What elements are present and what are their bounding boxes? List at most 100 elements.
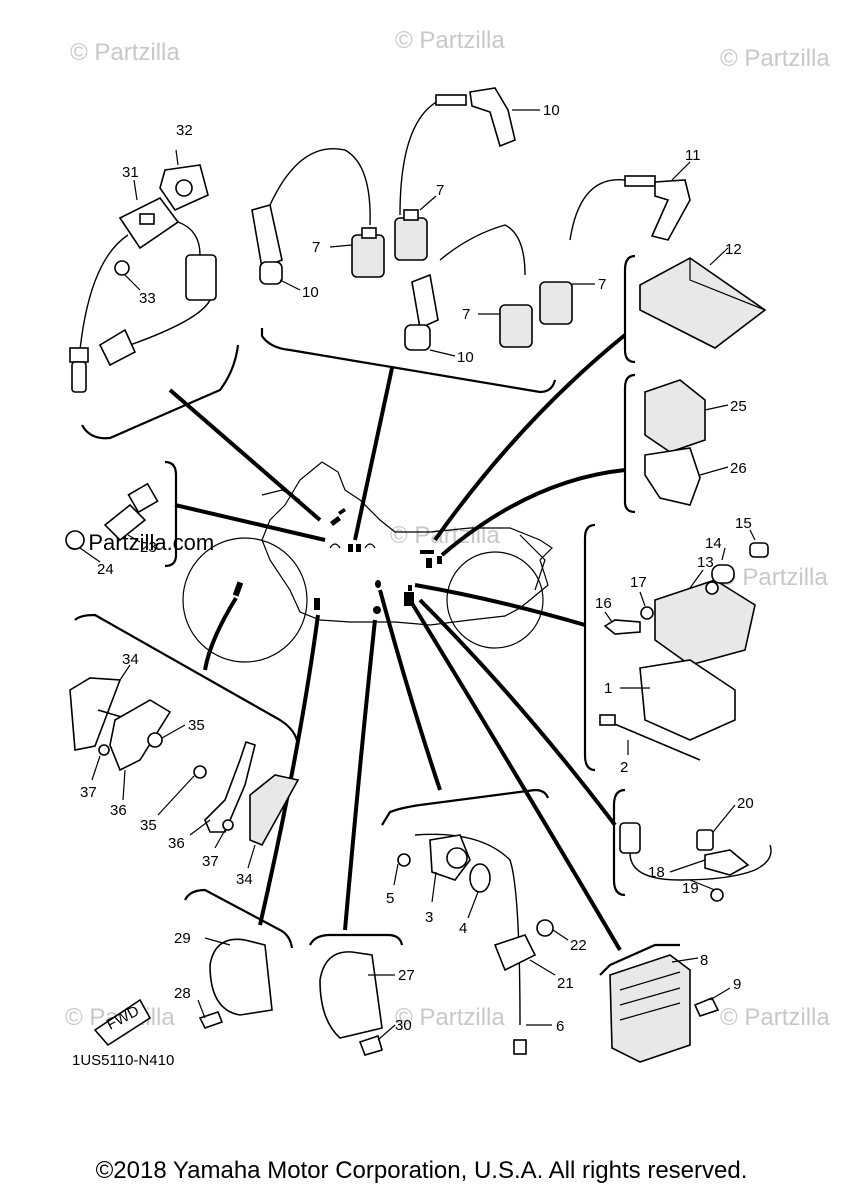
marker-coil-b: [348, 544, 353, 552]
relay-25: [644, 379, 706, 453]
line-28: [197, 999, 206, 1019]
diagram-code: 1US5110-N410: [72, 1052, 174, 1069]
leader-lines: [168, 333, 627, 952]
part-sensor-18: [619, 822, 772, 902]
callout-37-right: 37: [202, 853, 219, 870]
callout-3: 3: [425, 909, 433, 926]
leader-to-coil-group: [353, 367, 394, 541]
sensor-18-body: [704, 849, 750, 876]
watermark-left-strong: © Partzilla.com: [66, 530, 214, 555]
leader-to-ecu: [433, 333, 627, 542]
bracket-27-30: [309, 933, 404, 946]
callout-28: 28: [174, 985, 191, 1002]
callout-10-top: 10: [543, 102, 560, 119]
marker-coil-d: [364, 543, 376, 549]
callout-13: 13: [697, 554, 714, 571]
marker-speed-sensor: [375, 580, 381, 588]
line-13: [689, 569, 704, 589]
callout-30: 30: [395, 1017, 412, 1034]
line-8: [671, 957, 699, 963]
line-5: [393, 863, 399, 886]
band-2-head: [599, 714, 616, 726]
callout-32: 32: [176, 122, 193, 139]
line-7b: [329, 244, 353, 248]
relay-13-body: [654, 579, 756, 666]
callout-12: 12: [725, 241, 742, 258]
line-29: [204, 937, 231, 946]
relay-13-terminal: [705, 581, 719, 595]
line-20: [712, 804, 736, 833]
plug-31: [71, 361, 87, 393]
line-23: [127, 534, 141, 543]
part-horns: [198, 938, 383, 1056]
bolt-9: [693, 996, 720, 1017]
callout-20: 20: [737, 795, 754, 812]
marker-ignition-b: [338, 508, 346, 515]
callout-8: 8: [700, 952, 708, 969]
bracket-28-29: [184, 888, 294, 949]
marker-horn-right: [373, 606, 381, 614]
callout-15: 15: [735, 515, 752, 532]
bracket-8-9: [599, 943, 680, 976]
sensor-3-ring: [446, 847, 468, 869]
rectifier-8: [609, 954, 691, 1063]
line-31: [133, 179, 138, 201]
line-30: [377, 1024, 396, 1041]
plug-cap-10-right-base: [404, 324, 431, 351]
callout-lines: [79, 109, 756, 1041]
cable-coil-top: [399, 99, 441, 216]
part-relays: [644, 379, 706, 506]
callout-10-right: 10: [457, 349, 474, 366]
clamp-21: [493, 934, 537, 972]
pedal-34-right: [249, 774, 300, 847]
washer-24: [65, 530, 85, 550]
callout-31: 31: [122, 164, 139, 181]
callout-36-left: 36: [110, 802, 127, 819]
line-4: [467, 891, 479, 919]
bracket-34-37: [74, 613, 300, 746]
motorcycle-silhouette: [182, 461, 553, 663]
callout-19: 19: [682, 880, 699, 897]
relay-31: [185, 254, 217, 301]
cable-boot-top: [435, 94, 467, 106]
callout-7-lower: 7: [462, 306, 470, 323]
bolt-22: [536, 919, 554, 937]
callout-14: 14: [705, 535, 722, 552]
callout-27: 27: [398, 967, 415, 984]
coil-7-top-top: [403, 209, 419, 221]
line-12: [709, 247, 729, 266]
callout-2: 2: [620, 759, 628, 776]
leader-to-speed-sensor: [378, 589, 442, 791]
plug-cap-10-top: [469, 87, 516, 148]
leader-to-pedal-group: [203, 596, 238, 671]
electrical-parts-diagram: © Partzilla © Partzilla © Partzilla © Pa…: [65, 27, 830, 1069]
callout-25: 25: [730, 398, 747, 415]
line-36a: [122, 769, 126, 801]
bracket-3-6: [381, 788, 550, 826]
bracket-25-26: [623, 373, 636, 514]
bracket-18-20: [612, 788, 626, 897]
leader-to-rectifier: [408, 598, 622, 952]
line-37a: [91, 755, 101, 781]
front-wheel-outline: [182, 537, 308, 663]
callout-35-right: 35: [140, 817, 157, 834]
washer-37-right: [222, 819, 234, 831]
part-ecu-12: [639, 257, 767, 349]
part-sidestand-switch: [69, 164, 217, 393]
line-25: [704, 404, 729, 411]
callout-17: 17: [630, 574, 647, 591]
callout-34-right: 34: [236, 871, 253, 888]
copyright-notice: ©2018 Yamaha Motor Corporation, U.S.A. A…: [95, 1157, 748, 1184]
callout-35-left: 35: [188, 717, 205, 734]
leader-to-starter-relay: [414, 583, 586, 627]
line-26: [699, 466, 729, 476]
callout-21: 21: [557, 975, 574, 992]
callout-34-left: 34: [122, 651, 139, 668]
callout-16: 16: [595, 595, 612, 612]
cover-1: [639, 659, 736, 741]
callout-4: 4: [459, 920, 467, 937]
screw-33: [114, 260, 130, 276]
coil-7-left: [351, 234, 385, 278]
part-speed-sensor: [397, 833, 554, 1055]
bolt-30: [358, 1034, 383, 1056]
